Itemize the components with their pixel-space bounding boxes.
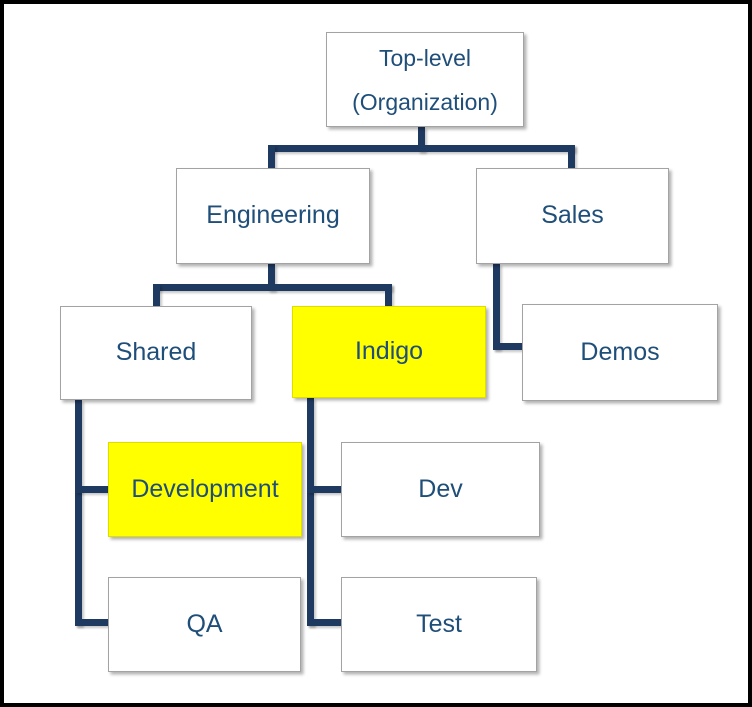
node-qa[interactable]: QA bbox=[108, 577, 301, 672]
connector-top-drop-left bbox=[268, 145, 275, 168]
connector-top-bar bbox=[268, 145, 575, 152]
node-engineering[interactable]: Engineering bbox=[176, 168, 370, 264]
connector-eng-drop-left bbox=[153, 284, 160, 306]
node-development[interactable]: Development bbox=[108, 442, 302, 537]
connector-eng-stub bbox=[268, 264, 275, 291]
connector-indigo-test-stub bbox=[307, 619, 341, 626]
node-demos[interactable]: Demos bbox=[522, 304, 718, 401]
node-shared[interactable]: Shared bbox=[60, 306, 252, 400]
connector-eng-bar bbox=[153, 284, 392, 291]
connector-indigo-rail bbox=[307, 398, 314, 626]
connector-shared-qa-stub bbox=[75, 619, 108, 626]
connector-shared-rail bbox=[75, 400, 82, 626]
connector-shared-dev-stub bbox=[75, 486, 108, 493]
connector-sales-rail bbox=[493, 264, 500, 350]
node-test[interactable]: Test bbox=[341, 577, 537, 672]
node-indigo[interactable]: Indigo bbox=[292, 306, 486, 398]
node-sales[interactable]: Sales bbox=[476, 168, 669, 264]
connector-top-drop-right bbox=[568, 145, 575, 168]
connector-top-stub bbox=[418, 127, 425, 152]
connector-eng-drop-right bbox=[385, 284, 392, 306]
node-dev[interactable]: Dev bbox=[341, 442, 540, 537]
connector-indigo-dev-stub bbox=[307, 486, 341, 493]
node-top-level[interactable]: Top-level (Organization) bbox=[326, 32, 524, 127]
connector-sales-demos-stub bbox=[493, 343, 522, 350]
